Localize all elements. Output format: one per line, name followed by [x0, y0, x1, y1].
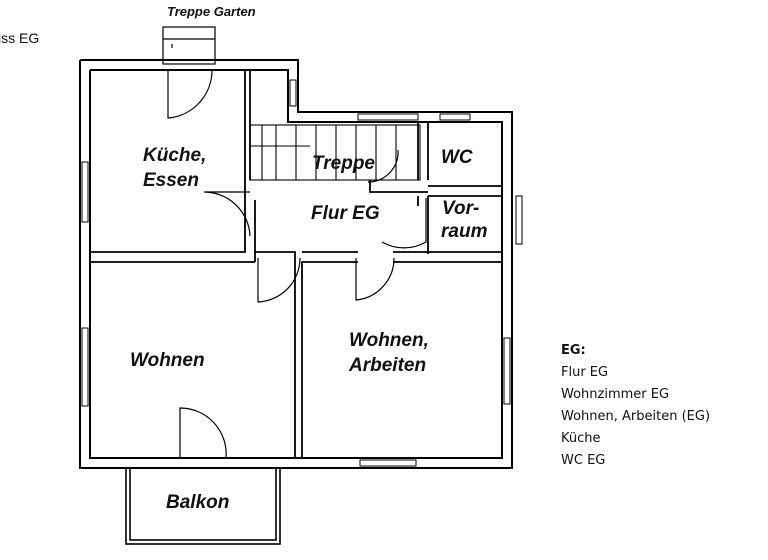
room-label-vestibule-1: Vor- — [442, 198, 479, 219]
room-label-stairs: Treppe — [312, 153, 375, 174]
room-label-kitchen-1: Küche, — [143, 145, 206, 166]
legend-item: Küche — [561, 431, 601, 446]
room-label-wc: WC — [441, 147, 473, 168]
room-legend: EG: Flur EG Wohnzimmer EG Wohnen, Arbeit… — [561, 340, 761, 472]
plan-title: iss EG — [0, 30, 39, 46]
room-label-living-work-1: Wohnen, — [349, 330, 429, 351]
legend-list: Flur EG Wohnzimmer EG Wohnen, Arbeiten (… — [561, 362, 761, 472]
garden-stair — [162, 26, 216, 65]
room-label-vestibule-2: raum — [441, 221, 488, 242]
room-label-balcony: Balkon — [166, 492, 229, 513]
garden-stair-label: Treppe Garten — [167, 4, 256, 19]
room-label-kitchen-2: Essen — [143, 170, 199, 191]
room-label-living: Wohnen — [130, 350, 205, 371]
doors — [167, 69, 427, 459]
floor-plan: iss EG Treppe Garten — [0, 4, 523, 545]
windows — [81, 79, 523, 467]
outer-walls — [79, 59, 513, 469]
legend-item: WC EG — [561, 453, 606, 468]
interior-walls — [90, 70, 502, 458]
legend-item: Flur EG — [561, 365, 609, 380]
stair-treads — [249, 124, 421, 181]
legend-title: EG: — [561, 343, 586, 358]
legend-item: Wohnzimmer EG — [561, 387, 670, 402]
room-label-living-work-2: Arbeiten — [348, 355, 426, 376]
room-label-hall: Flur EG — [311, 203, 380, 224]
legend-item: Wohnen, Arbeiten (EG) — [561, 409, 711, 424]
balcony-outline — [125, 467, 281, 545]
